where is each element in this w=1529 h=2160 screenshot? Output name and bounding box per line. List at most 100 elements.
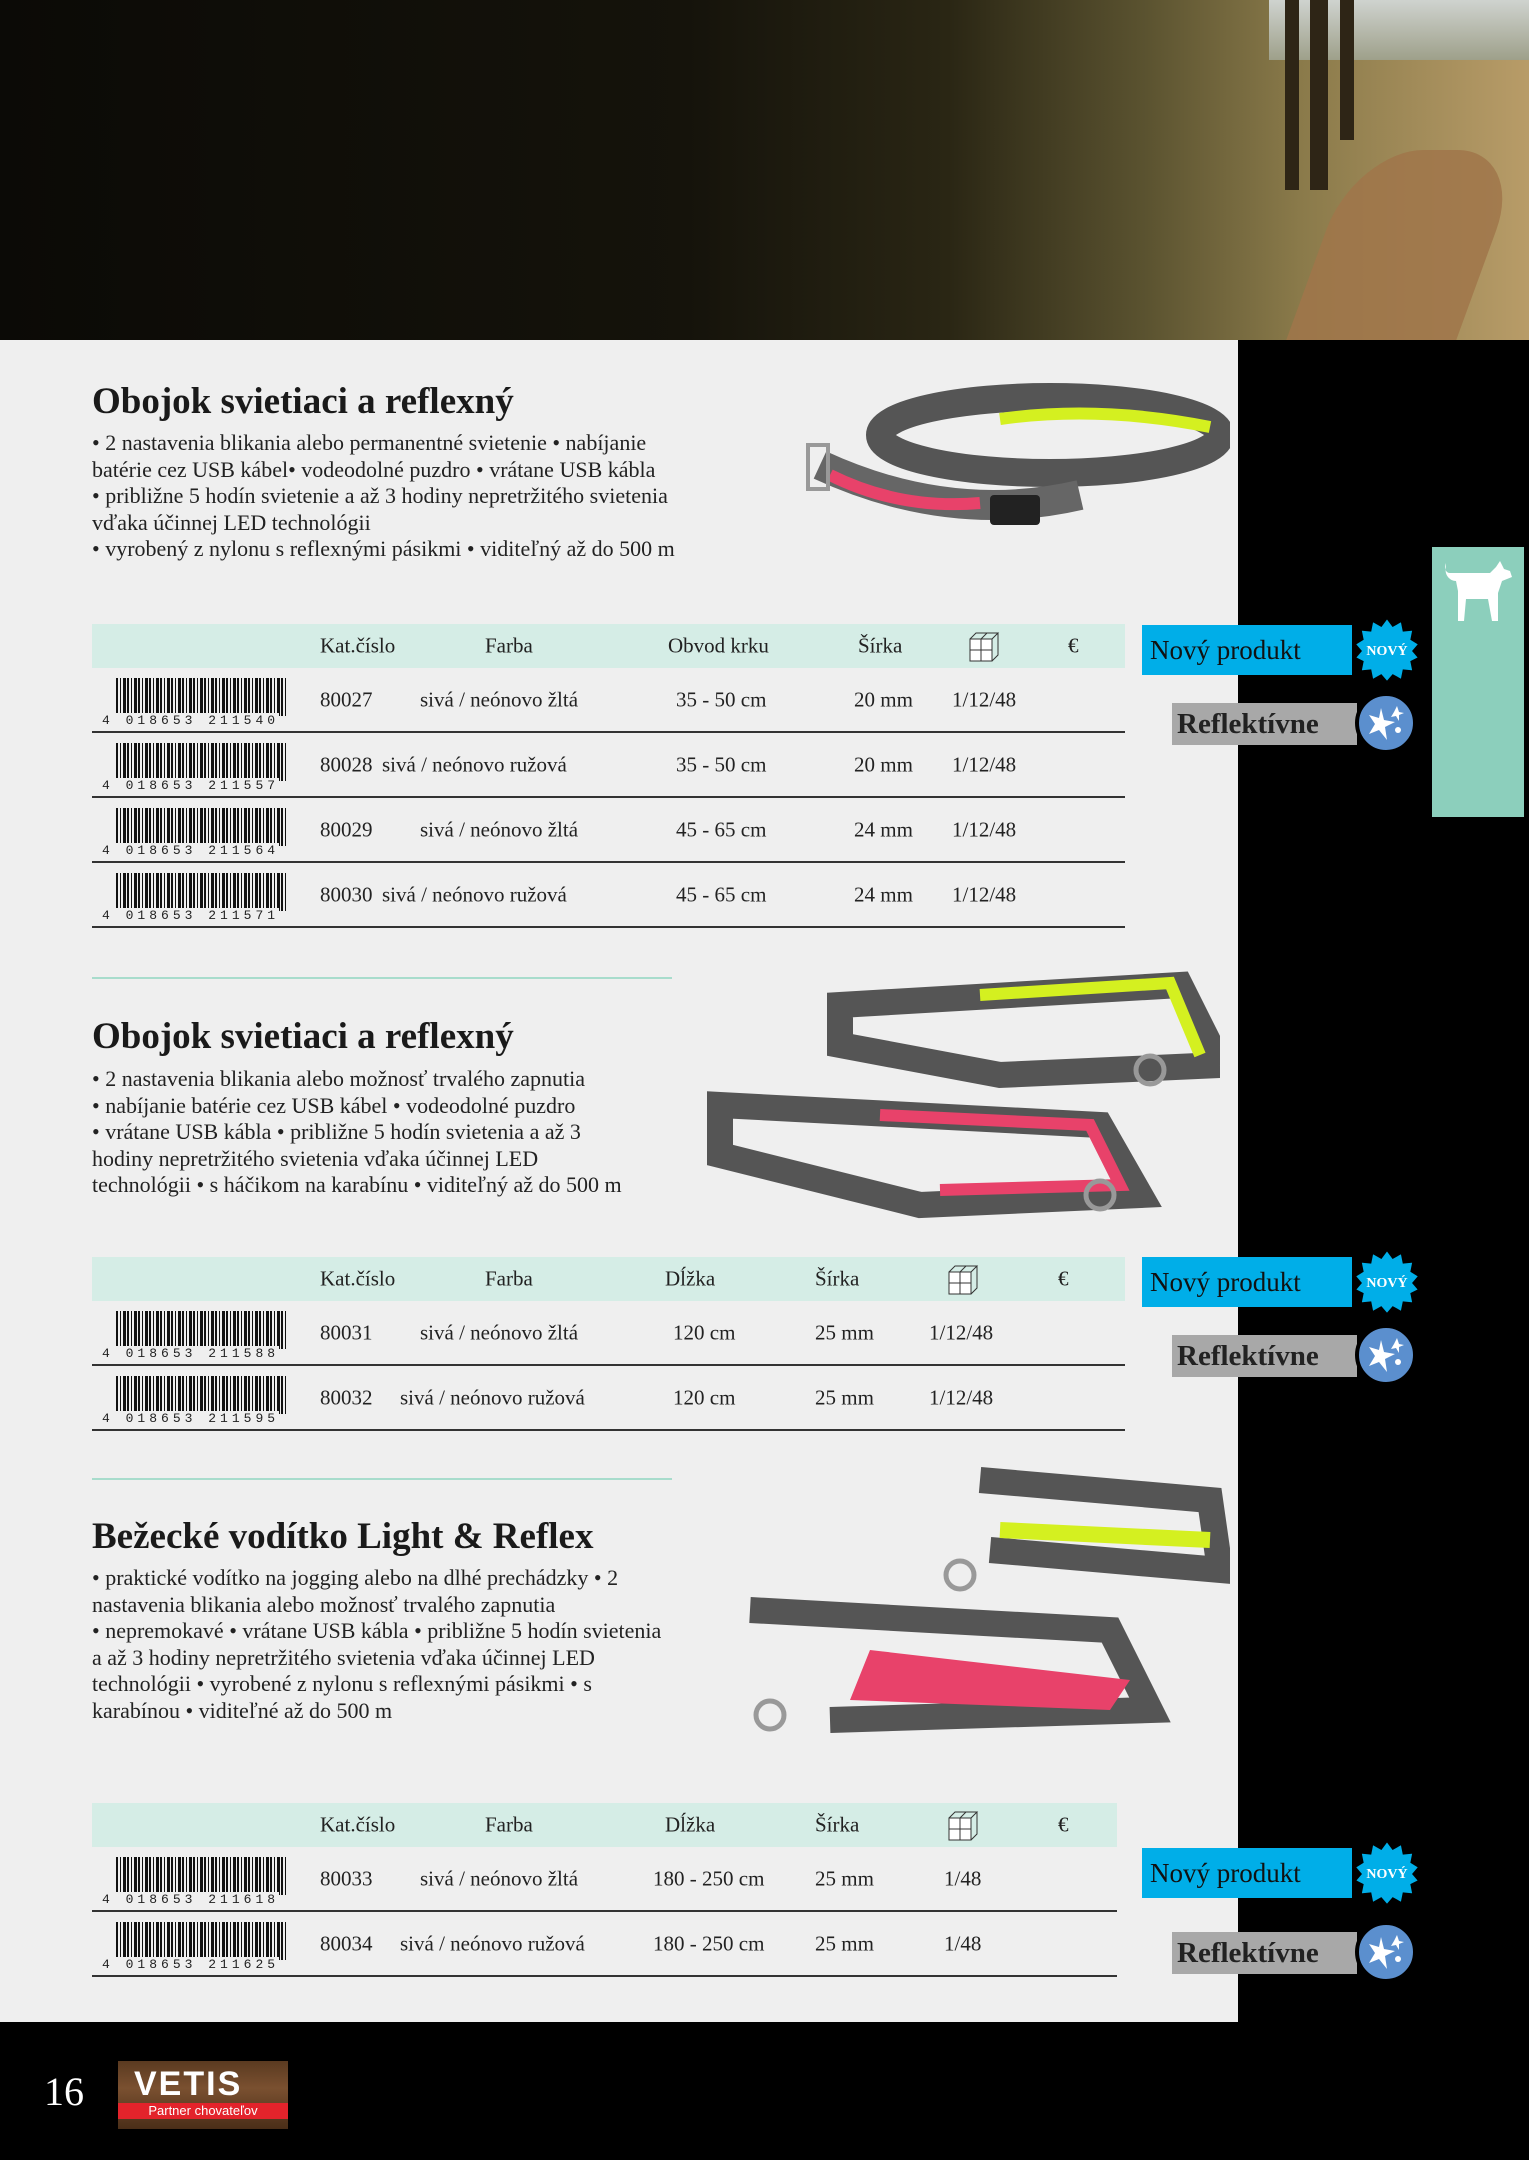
cell-kat: 80033 [320, 1866, 373, 1890]
barcode-digits: 4 018653 211557 [100, 778, 280, 793]
cell-pack: 1/12/48 [929, 1385, 994, 1409]
barcode: 4 018653 211557 [100, 743, 296, 793]
cell-size: 120 cm [673, 1320, 736, 1344]
new-star-icon: NOVÝ [1352, 1247, 1422, 1317]
barcode: 4 018653 211625 [100, 1922, 296, 1972]
cell-kat: 80029 [320, 817, 373, 841]
header-size: Obvod krku [668, 633, 769, 658]
collar-product-image [806, 383, 1230, 525]
desc-line: batérie cez USB kábel• vodeodolné puzdro… [92, 456, 656, 482]
reflective-stars-icon [1355, 692, 1417, 754]
cell-farba: sivá / neónovo ružová [400, 1931, 585, 1955]
cell-kat: 80030 [320, 882, 373, 906]
header-size: Dĺžka [665, 1812, 716, 1837]
reflective-stars-icon [1355, 1324, 1417, 1386]
cell-pack: 1/12/48 [952, 817, 1017, 841]
header-size: Dĺžka [665, 1266, 716, 1291]
cell-pack: 1/12/48 [952, 752, 1017, 776]
category-tab-dogs[interactable] [1432, 547, 1524, 817]
header-farba: Farba [485, 1266, 533, 1291]
barcode: 4 018653 211540 [100, 678, 296, 728]
product-table: Kat.číslo Farba Obvod krku Šírka € 4 018… [92, 624, 1125, 928]
vetis-logo: VETIS Partner chovateľov [118, 2061, 288, 2129]
cell-width: 25 mm [815, 1866, 874, 1890]
cell-pack: 1/12/48 [952, 882, 1017, 906]
cell-kat: 80027 [320, 687, 373, 711]
desc-line: • nepremokavé • vrátane USB kábla • prib… [92, 1618, 662, 1643]
dog-icon [1445, 561, 1512, 621]
desc-line: vďaka účinnej LED technológii [92, 509, 371, 535]
header-price: € [1068, 633, 1079, 658]
table-header: Kat.číslo Farba Dĺžka Šírka € [92, 1803, 1117, 1847]
package-box-icon [969, 632, 1000, 662]
new-star-icon: NOVÝ [1352, 615, 1422, 685]
cell-width: 25 mm [815, 1385, 874, 1409]
desc-line: karabínou • viditeľné až do 500 m [92, 1697, 393, 1723]
cell-farba: sivá / neónovo ružová [382, 882, 567, 906]
page-number: 16 [44, 2069, 84, 2114]
new-product-badge: Nový produkt [1142, 1257, 1352, 1307]
table-header: Kat.číslo Farba Obvod krku Šírka € [92, 624, 1125, 668]
cell-width: 25 mm [815, 1320, 874, 1344]
leash-product-image [707, 971, 1220, 1219]
cell-size: 180 - 250 cm [653, 1931, 765, 1955]
product-table: Kat.číslo Farba Dĺžka Šírka € 4 018653 2… [92, 1257, 1125, 1431]
header-width: Šírka [858, 633, 903, 658]
desc-line: • približne 5 hodín svietenie a až 3 hod… [92, 483, 668, 508]
new-star-icon: NOVÝ [1352, 1838, 1422, 1908]
reflective-badge: Reflektívne [1172, 703, 1357, 745]
header-farba: Farba [485, 1812, 533, 1837]
cell-size: 35 - 50 cm [676, 752, 767, 776]
cell-width: 25 mm [815, 1931, 874, 1955]
section-divider [92, 1478, 672, 1480]
new-product-badge: Nový produkt [1142, 625, 1352, 675]
cell-width: 24 mm [854, 882, 913, 906]
cell-size: 35 - 50 cm [676, 687, 767, 711]
reflective-stars-icon [1355, 1921, 1417, 1983]
reflective-badge: Reflektívne [1172, 1932, 1357, 1974]
cell-farba: sivá / neónovo žltá [420, 1320, 579, 1344]
barcode: 4 018653 211618 [100, 1857, 296, 1907]
header-width: Šírka [815, 1266, 860, 1291]
table-row: 4 018653 211571 80030 sivá / neónovo ružov… [92, 863, 1125, 928]
desc-line: • 2 nastavenia blikania alebo možnosť tr… [92, 1066, 585, 1091]
cell-size: 120 cm [673, 1385, 736, 1409]
barcode: 4 018653 211571 [100, 873, 296, 923]
desc-line: nastavenia blikania alebo možnosť trvalé… [92, 1591, 556, 1617]
cell-kat: 80032 [320, 1385, 373, 1409]
cell-pack: 1/48 [944, 1931, 982, 1955]
product-description: • 2 nastavenia blikania alebo možnosť tr… [92, 1066, 622, 1199]
product-description: • 2 nastavenia blikania alebo permanentn… [92, 430, 675, 563]
desc-line: • nabíjanie batérie cez USB kábel • vode… [92, 1092, 576, 1118]
new-product-badge: Nový produkt [1142, 1848, 1352, 1898]
product-table: Kat.číslo Farba Dĺžka Šírka € 4 018653 2… [92, 1803, 1117, 1977]
product-title: Obojok svietiaci a reflexný [92, 1016, 514, 1057]
barcode: 4 018653 211588 [100, 1311, 296, 1361]
desc-line: a až 3 hodiny nepretržitého svietenia vď… [92, 1644, 595, 1670]
cell-farba: sivá / neónovo žltá [420, 1866, 579, 1890]
header-price: € [1058, 1812, 1069, 1837]
table-header: Kat.číslo Farba Dĺžka Šírka € [92, 1257, 1125, 1301]
desc-line: • vyrobený z nylonu s reflexnými pásikmi… [92, 536, 675, 561]
reflective-badge: Reflektívne [1172, 1335, 1357, 1377]
header-price: € [1058, 1266, 1069, 1291]
new-star-label: NOVÝ [1366, 1274, 1407, 1291]
cell-pack: 1/12/48 [952, 687, 1017, 711]
desc-line: • vrátane USB kábla • približne 5 hodín … [92, 1119, 581, 1144]
product-title: Bežecké vodítko Light & Reflex [92, 1516, 594, 1557]
new-star-label: NOVÝ [1366, 642, 1407, 659]
barcode-digits: 4 018653 211571 [100, 908, 280, 923]
cell-width: 24 mm [854, 817, 913, 841]
product-title: Obojok svietiaci a reflexný [92, 381, 514, 422]
barcode-digits: 4 018653 211625 [100, 1957, 280, 1972]
barcode-digits: 4 018653 211618 [100, 1892, 280, 1907]
header-width: Šírka [815, 1812, 860, 1837]
desc-line: • 2 nastavenia blikania alebo permanentn… [92, 430, 647, 455]
desc-line: hodiny nepretržitého svietenia vďaka úči… [92, 1145, 539, 1171]
